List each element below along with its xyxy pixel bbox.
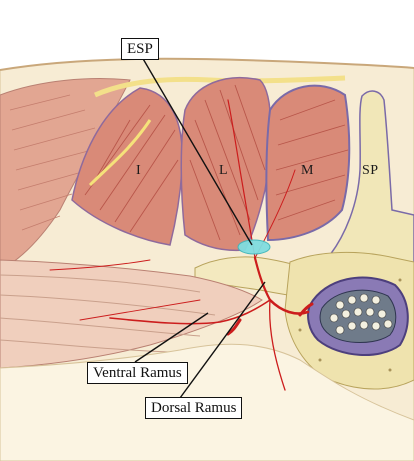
dorsal-ramus-callout: Dorsal Ramus	[145, 397, 242, 419]
multifidus-label: M	[301, 163, 314, 179]
longissimus-label: L	[219, 163, 228, 179]
esp-injectate	[238, 240, 270, 254]
ventral-ramus-callout: Ventral Ramus	[87, 362, 188, 384]
spinous-process-label: SP	[362, 163, 379, 179]
esp-callout: ESP	[121, 38, 159, 60]
iliocostalis-label: I	[136, 163, 141, 179]
